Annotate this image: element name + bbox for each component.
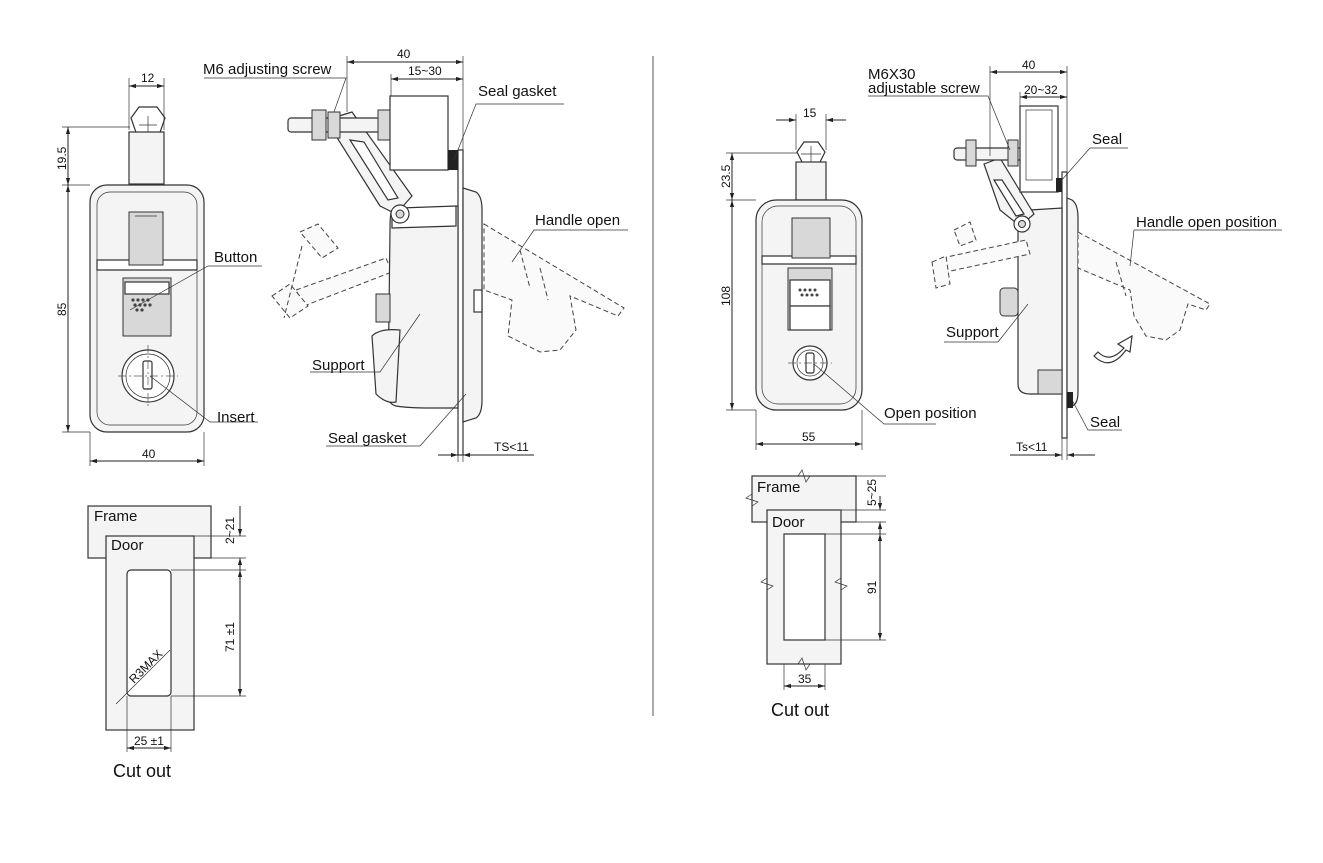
- left-callout-insert: Insert: [217, 409, 255, 426]
- right-door-panel: [1061, 171, 1068, 439]
- right-front-view: 15 23.5 108 55 Open position: [719, 106, 977, 450]
- left-mount-bar: [128, 131, 165, 185]
- right-frame-label: Frame: [757, 479, 800, 496]
- rotate-arrow-icon: [1093, 334, 1133, 364]
- left-dim-bar-height: 19.5: [55, 146, 69, 170]
- right-cutout-hole: [783, 533, 826, 641]
- right-lock-drawing: 15 23.5 108 55 Open position: [719, 58, 1282, 720]
- left-handle-open-ghost: [483, 223, 625, 353]
- right-callout-seal-top: Seal: [1092, 131, 1122, 148]
- right-dim-adjust-range: 20~32: [1024, 83, 1058, 97]
- right-side-view: 40 20~32 Ts<11 M6X30 adjustable screw Se…: [868, 58, 1282, 460]
- left-dim-thickness: TS<11: [494, 440, 529, 454]
- left-dim-cutout-width: 25 ±1: [134, 734, 164, 748]
- right-callout-handle-open: Handle open position: [1136, 214, 1277, 231]
- left-callout-seal-gasket-bottom: Seal gasket: [328, 430, 407, 447]
- left-callout-seal-gasket-top: Seal gasket: [478, 83, 557, 100]
- left-dim-body-height: 85: [55, 302, 69, 316]
- right-callout-screw-line2: adjustable screw: [868, 80, 980, 97]
- left-frame-label: Frame: [94, 508, 137, 525]
- left-dim-bar-width: 12: [141, 71, 155, 85]
- left-door-panel: [457, 149, 464, 456]
- right-dim-body-height: 108: [719, 286, 733, 306]
- left-dim-cutout-height: 71 ±1: [223, 622, 237, 652]
- right-door-label: Door: [772, 514, 805, 531]
- left-cutout-title: Cut out: [113, 761, 171, 781]
- right-callout-support: Support: [946, 324, 999, 341]
- left-side-body: [387, 205, 459, 409]
- right-dim-side-width: 40: [1022, 58, 1036, 72]
- right-dim-cutout-height: 91: [865, 580, 879, 594]
- left-cutout-hole: [126, 569, 172, 697]
- right-handle-recess: [791, 217, 831, 259]
- left-callout-adjusting-screw: M6 adjusting screw: [203, 61, 332, 78]
- right-dim-body-width: 55: [802, 430, 816, 444]
- left-lock-drawing: 12 19.5 85 40 Button Insert: [55, 47, 628, 781]
- right-dim-thickness: Ts<11: [1016, 440, 1048, 454]
- left-front-view: 12 19.5 85 40 Button Insert: [55, 71, 262, 466]
- right-handle-open-ghost: [1077, 231, 1211, 341]
- right-dim-frame-gap: 5~25: [865, 479, 879, 506]
- left-dim-body-width: 40: [142, 447, 156, 461]
- right-cutout-title: Cut out: [771, 700, 829, 720]
- right-mount-bar: [795, 161, 827, 201]
- left-cutout-view: Frame Door R3MAX 2~21 71 ±1 25 ±1 Cut ou…: [87, 505, 246, 781]
- right-cutout-view: Frame Door 5~25 91 35 Cut out: [745, 469, 886, 720]
- left-callout-support: Support: [312, 357, 365, 374]
- left-callout-button: Button: [214, 249, 257, 266]
- right-dim-cutout-width: 35: [798, 672, 812, 686]
- left-dim-adjust-range: 15~30: [408, 64, 442, 78]
- right-callout-screw-line1: M6X30: [868, 66, 916, 83]
- left-door-label: Door: [111, 537, 144, 554]
- left-side-view: 40 15~30 TS<11 M6 adjusting screw Seal g…: [203, 47, 628, 462]
- right-callout-seal-bottom: Seal: [1090, 414, 1120, 431]
- right-dim-bar-width: 15: [803, 106, 817, 120]
- left-dim-side-width: 40: [397, 47, 411, 61]
- left-callout-handle-open: Handle open: [535, 212, 620, 229]
- right-side-body: [1017, 207, 1063, 395]
- left-dim-frame-gap: 2~21: [223, 517, 237, 544]
- right-callout-open-position: Open position: [884, 405, 977, 422]
- right-dim-bar-height: 23.5: [719, 164, 733, 188]
